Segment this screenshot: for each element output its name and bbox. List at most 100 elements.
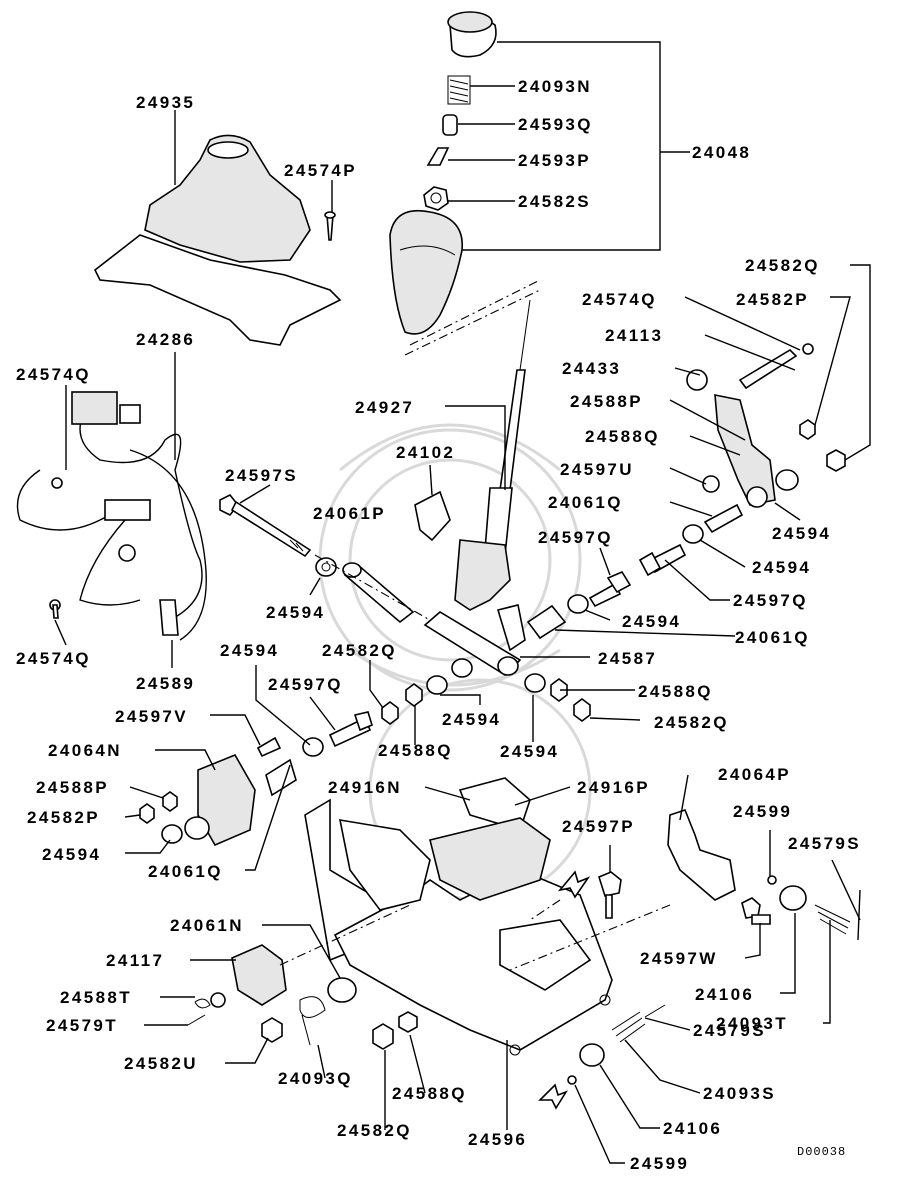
label-24579S-r: 24579S: [788, 834, 861, 853]
label-24106-b: 24106: [663, 1119, 722, 1138]
clips-24916: [458, 777, 531, 831]
label-24582Q-r2: 24582Q: [654, 713, 729, 732]
label-24061Q-r1: 24061Q: [548, 493, 623, 512]
right-bracket-parts: [526, 343, 846, 640]
label-24093T: 24093T: [716, 1014, 788, 1033]
label-24582S: 24582S: [518, 192, 591, 211]
wire-harness: [16, 391, 207, 641]
label-24102: 24102: [396, 443, 455, 462]
label-24593P: 24593P: [518, 151, 591, 170]
screw-24574P: [324, 211, 336, 241]
bushing-24594-a: [315, 557, 337, 577]
shift-lever: [454, 299, 531, 611]
label-24597V: 24597V: [115, 707, 188, 726]
label-24061Q-l: 24061Q: [148, 862, 223, 881]
base-bracket: [304, 798, 613, 1056]
label-24596: 24596: [468, 1130, 527, 1149]
label-24599-r: 24599: [733, 802, 792, 821]
label-24588P-l: 24588P: [36, 778, 109, 797]
shaft-24587: [423, 604, 526, 677]
label-24588Q-r1: 24588Q: [585, 427, 660, 446]
console-bezel: [93, 134, 342, 346]
nuts-center: [381, 678, 591, 725]
bolt-24597P: [598, 871, 622, 919]
label-24588Q-b: 24588Q: [392, 1084, 467, 1103]
label-24579S-b: 24579S: [693, 1021, 766, 1040]
label-24594-r2: 24594: [752, 558, 811, 577]
label-24594-r1: 24594: [772, 524, 831, 543]
watermark-emblem: [318, 423, 592, 902]
label-24588P-r: 24588P: [570, 392, 643, 411]
label-24093Q: 24093Q: [278, 1069, 353, 1088]
label-24061Q-r2: 24061Q: [735, 628, 810, 647]
pin-24593P: [426, 147, 450, 166]
label-24574P: 24574P: [284, 161, 357, 180]
label-24588Q-r2: 24588Q: [638, 682, 713, 701]
label-24594-c1: 24594: [220, 641, 279, 660]
label-24597Q-c: 24597Q: [268, 675, 343, 694]
nut-24582S: [423, 186, 449, 211]
label-24574Q-r: 24574Q: [582, 290, 657, 309]
label-24597W: 24597W: [640, 949, 718, 968]
label-24597P: 24597P: [562, 817, 635, 836]
label-24588Q-c: 24588Q: [378, 741, 453, 760]
label-24594-l1: 24594: [266, 603, 325, 622]
label-24061N: 24061N: [170, 916, 244, 935]
bottom-left-parts: [187, 944, 418, 1050]
bracket-24064N: [139, 736, 297, 847]
clip-24102: [414, 490, 451, 542]
label-24594-c2: 24594: [442, 710, 501, 729]
label-24048: 24048: [692, 143, 751, 162]
label-24106-r: 24106: [695, 985, 754, 1004]
screw-24574Q-lower: [49, 599, 61, 619]
label-24594-r3: 24594: [622, 612, 681, 631]
bushing-24594-b: [426, 658, 546, 695]
label-24093N: 24093N: [518, 77, 592, 96]
label-24916P: 24916P: [577, 778, 650, 797]
label-24582U: 24582U: [124, 1054, 198, 1073]
label-24593Q: 24593Q: [518, 115, 593, 134]
label-24574Q-l1: 24574Q: [16, 365, 91, 384]
bracket-24064P: [667, 809, 861, 941]
collar-24061P: [342, 562, 415, 624]
label-24582P-l: 24582P: [27, 808, 100, 827]
label-24093S: 24093S: [703, 1084, 776, 1103]
label-24113: 24113: [605, 326, 663, 345]
label-24935: 24935: [136, 93, 195, 112]
label-24582Q-r1: 24582Q: [745, 256, 820, 275]
label-24588T: 24588T: [60, 988, 132, 1007]
bottom-right-parts: [567, 1004, 666, 1085]
drawing-code: D00038: [797, 1145, 846, 1159]
bolt-24597Q-center: [302, 711, 373, 757]
label-24587: 24587: [598, 649, 657, 668]
label-24597Q-r1: 24597Q: [538, 528, 613, 547]
label-24286: 24286: [136, 330, 195, 349]
label-24589: 24589: [136, 674, 195, 693]
label-24597U: 24597U: [560, 460, 634, 479]
pin-24593Q: [442, 114, 458, 136]
label-24582P-r: 24582P: [736, 290, 809, 309]
label-24579T: 24579T: [46, 1016, 118, 1035]
label-24064N: 24064N: [48, 741, 122, 760]
label-24061P: 24061P: [313, 504, 386, 523]
label-24916N: 24916N: [328, 778, 402, 797]
label-24064P: 24064P: [718, 765, 791, 784]
spring-24093N: [447, 75, 471, 105]
shift-knob-cap: [447, 11, 497, 58]
label-24582Q-c: 24582Q: [322, 641, 397, 660]
label-24594-c3: 24594: [500, 742, 559, 761]
leader-lines: [54, 41, 871, 1164]
label-24597S: 24597S: [225, 466, 298, 485]
direction-arrows: [538, 870, 591, 1110]
label-24599-b: 24599: [630, 1154, 689, 1173]
part-number-labels: 24093N 24593Q 24048 24593P 24582S 24935 …: [16, 77, 861, 1173]
label-24597Q-r2: 24597Q: [733, 591, 808, 610]
label-24574Q-l2: 24574Q: [16, 649, 91, 668]
label-24594-l2: 24594: [42, 845, 101, 864]
label-24927: 24927: [355, 398, 414, 417]
label-24117: 24117: [106, 951, 164, 970]
shift-knob-body: [389, 210, 463, 335]
label-24433: 24433: [562, 359, 621, 378]
bolt-24597S: [219, 493, 312, 558]
